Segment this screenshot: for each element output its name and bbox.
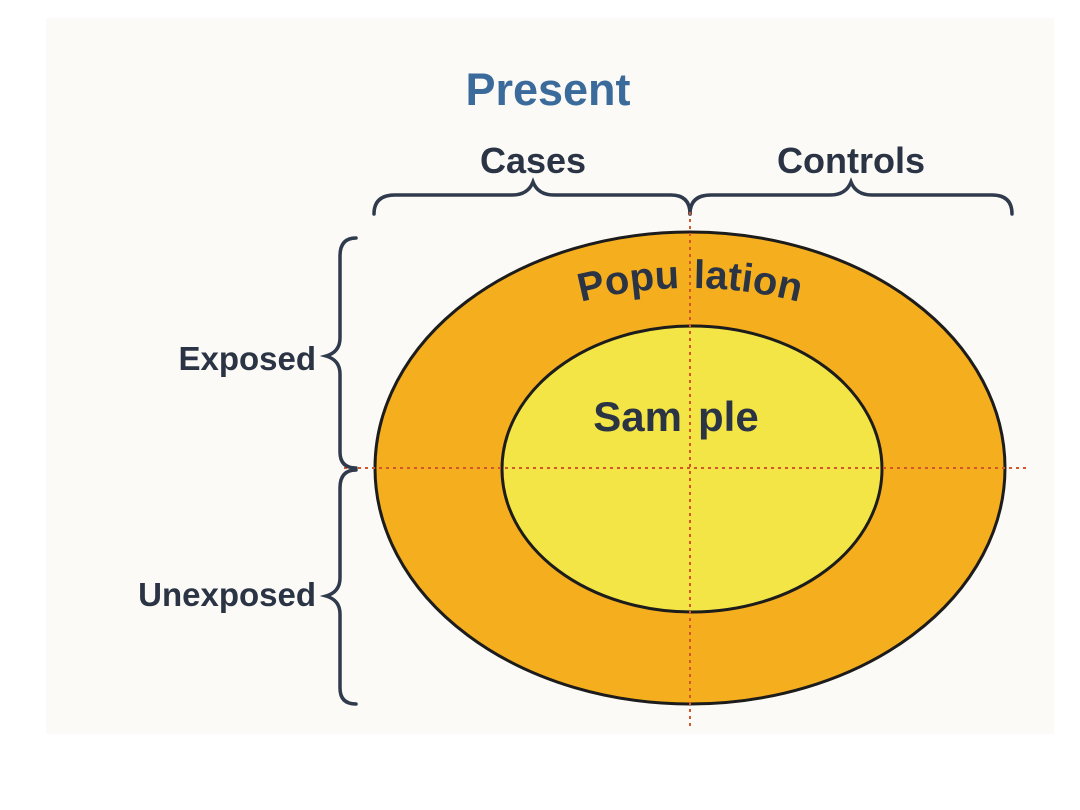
column-label-controls: Controls [777,140,925,181]
title: Present [465,64,630,115]
column-label-cases: Cases [480,140,586,181]
row-label-unexposed: Unexposed [138,576,316,613]
brace-cases [372,177,692,216]
sample-label-right: ple [698,393,759,440]
brace-exposed [319,236,358,470]
sample-label-left: Sam [593,393,682,440]
row-label-exposed: Exposed [178,340,316,377]
sample-ellipse [500,324,884,614]
brace-unexposed [319,468,358,706]
brace-controls [688,177,1014,216]
